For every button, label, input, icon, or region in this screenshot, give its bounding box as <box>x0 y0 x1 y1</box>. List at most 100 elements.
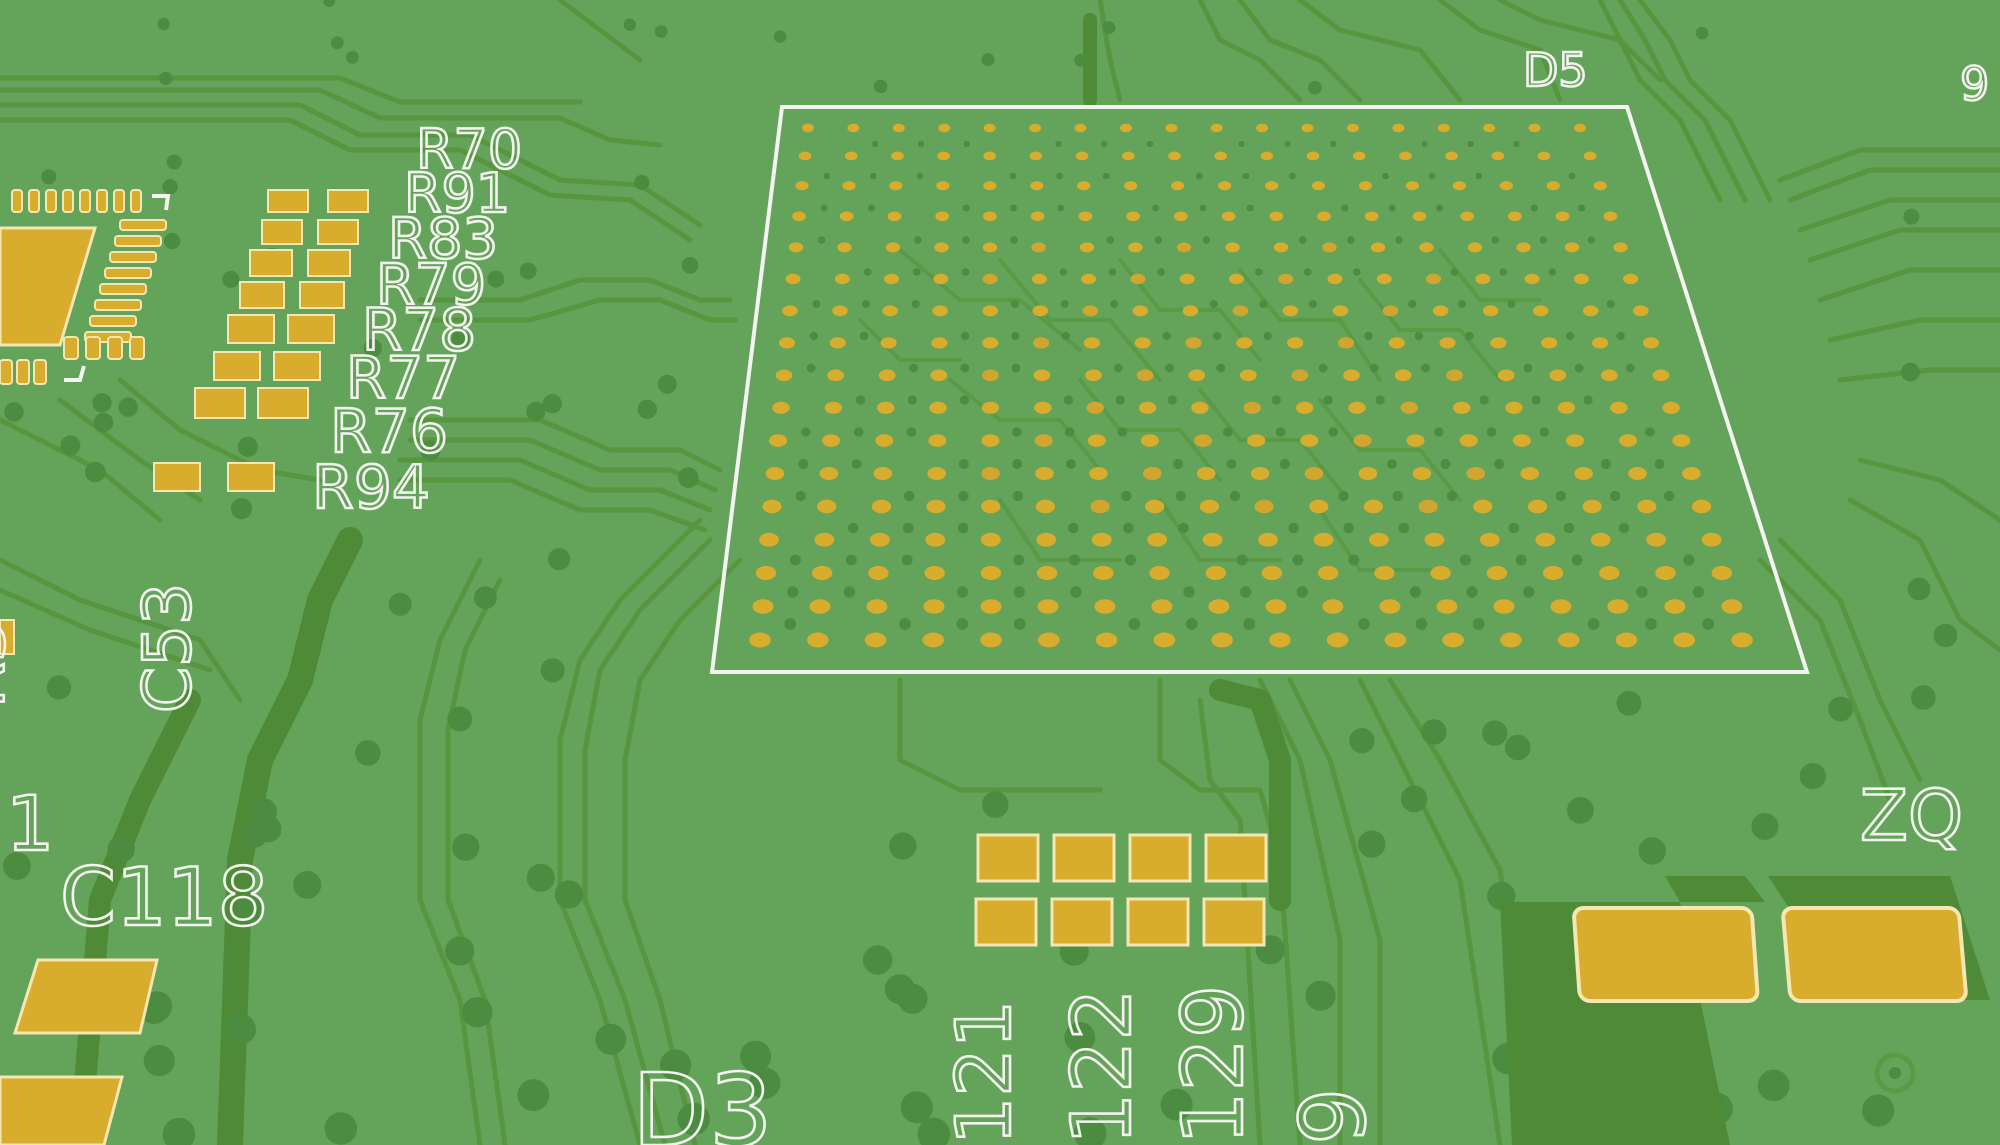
via <box>235 893 265 923</box>
via <box>1213 331 1222 341</box>
bga-ball <box>1236 337 1253 349</box>
via <box>1289 172 1296 180</box>
via <box>1459 554 1471 566</box>
bga-ball <box>772 401 790 414</box>
bga-ball <box>892 123 905 133</box>
bga-ball <box>1322 242 1337 253</box>
bga-ball <box>936 181 950 191</box>
bga-outline <box>709 105 1810 674</box>
bga-ball <box>1269 632 1291 648</box>
via <box>902 522 914 534</box>
bga-ball <box>839 211 854 222</box>
bga-ball <box>817 499 837 514</box>
bga-ball <box>1196 467 1216 480</box>
via <box>1318 363 1328 373</box>
via <box>1263 331 1272 341</box>
bga-ball <box>1033 337 1050 349</box>
bga-ball <box>1574 123 1586 133</box>
bga-ball <box>1037 599 1059 614</box>
via <box>1209 300 1218 308</box>
bga-ball <box>1384 632 1407 648</box>
bga-ball <box>1173 211 1188 222</box>
via <box>1178 522 1189 534</box>
via <box>1421 140 1428 148</box>
bga-ball <box>1406 434 1425 447</box>
via <box>1507 300 1516 308</box>
bga-ball <box>1182 305 1199 317</box>
via <box>958 490 969 502</box>
via <box>1157 268 1165 276</box>
via <box>1165 363 1174 373</box>
bga-ball <box>1424 532 1445 547</box>
via <box>1472 618 1485 630</box>
via <box>162 1117 196 1145</box>
via <box>1358 830 1386 858</box>
bga-ball <box>1077 181 1091 191</box>
via <box>1609 490 1621 502</box>
bga-ball <box>1583 151 1597 161</box>
via <box>1428 172 1436 180</box>
bga-ball <box>1574 467 1593 480</box>
bga-ball <box>1029 123 1042 133</box>
bga-ball <box>1030 181 1044 191</box>
bga-ball <box>1149 565 1170 581</box>
via <box>1907 577 1931 601</box>
bga-ball <box>1194 434 1213 447</box>
bga-ball <box>1034 401 1052 414</box>
via <box>225 1013 256 1045</box>
bga-ball <box>1557 632 1580 648</box>
via <box>1387 459 1397 469</box>
bga-ball <box>1452 181 1466 191</box>
bga-ball <box>1218 181 1232 191</box>
bga-ball <box>1130 273 1146 285</box>
via <box>542 394 562 414</box>
via <box>1057 204 1065 212</box>
bga-ball <box>1369 532 1389 547</box>
bga-ball <box>1637 499 1657 514</box>
label-R77: R77 <box>346 344 460 412</box>
bga-ball <box>1599 565 1620 581</box>
bga-ball <box>983 211 997 222</box>
silkscreen-labels: D5 R70 R91 R83 R79 R78 R77 R76 R94 R3 C5… <box>0 42 1991 1145</box>
via <box>962 236 970 244</box>
via <box>872 140 879 148</box>
via <box>1440 459 1451 469</box>
bga-ball <box>889 181 903 191</box>
via <box>1167 395 1177 405</box>
bga-ball <box>1512 434 1531 447</box>
via <box>1450 268 1459 276</box>
via <box>907 395 918 405</box>
bga-ball <box>1459 434 1478 447</box>
bga-ball <box>933 273 949 285</box>
via <box>1398 522 1409 534</box>
qfn-component <box>0 189 171 385</box>
resistor-pads <box>0 189 369 655</box>
via <box>1175 490 1186 502</box>
via <box>1102 172 1110 180</box>
bga-ball <box>755 565 777 581</box>
via <box>823 172 831 180</box>
via <box>1013 554 1025 566</box>
bga-ball <box>930 369 948 382</box>
bga-ball <box>982 305 998 317</box>
via <box>222 270 240 288</box>
bga-ball <box>1473 499 1493 514</box>
bga-ball <box>981 434 1000 447</box>
bga-ball <box>1520 467 1539 480</box>
via <box>868 204 875 212</box>
bga-ball <box>1374 565 1395 581</box>
bga-ball <box>807 632 829 648</box>
bga-ball <box>778 337 796 349</box>
bga-ball <box>1282 305 1299 317</box>
via <box>654 25 668 38</box>
via <box>623 18 636 31</box>
via <box>164 232 181 250</box>
label-D5: D5 <box>1523 43 1588 97</box>
via <box>1110 300 1119 308</box>
bga-ball <box>795 181 809 191</box>
bga-ball <box>762 499 782 514</box>
via <box>1113 363 1123 373</box>
via <box>1571 554 1583 566</box>
via <box>1583 395 1593 405</box>
